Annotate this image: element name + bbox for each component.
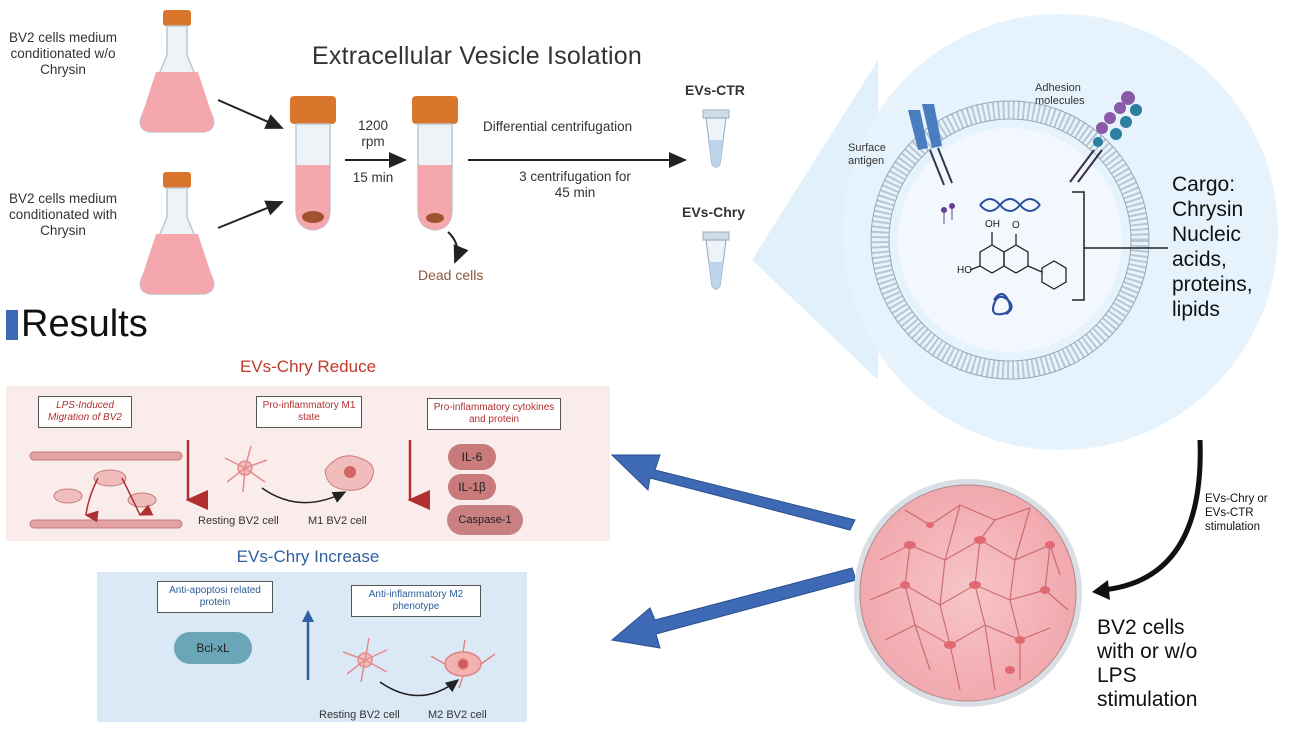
increase-title: EVs-Chry Increase [236, 547, 380, 566]
diff-centrifugation-label: Differential centrifugation [483, 119, 633, 134]
box-m1: Pro-inflammatory M1 state [256, 396, 362, 428]
flask-with-chrysin [139, 172, 215, 295]
caspase-pill: Caspase-1 [447, 505, 523, 535]
arrow-flask2-to-tube [217, 200, 284, 229]
centrifuge-tube-2 [412, 96, 458, 231]
chrysin-oh1-label: OH [985, 219, 1000, 230]
evs-chry-label: EVs-Chry [682, 204, 746, 220]
m1-cell-label: M1 BV2 cell [308, 515, 367, 527]
box-cytokines: Pro-inflammatory cytokines and protein [427, 398, 561, 430]
m2-cell-label: M2 BV2 cell [428, 709, 487, 721]
ev-chry-tube [702, 231, 730, 290]
surface-antigen-shape [908, 104, 953, 186]
resting-cell-label-1: Resting BV2 cell [198, 515, 279, 527]
arrow-to-dead-cells [447, 231, 469, 264]
arrow-resting-to-m1 [261, 487, 347, 504]
migration-illustration [29, 451, 183, 529]
cargo-item: Nucleic [1172, 223, 1241, 246]
centrifuge-tube-1 [290, 96, 336, 231]
cargo-item: Chrysin [1172, 198, 1244, 221]
m1-cell [324, 455, 374, 491]
bclxl-pill: Bcl-xL [174, 632, 252, 664]
il6-pill: IL-6 [448, 444, 496, 470]
protein-icon [991, 292, 1013, 316]
reduce-title: EVs-Chry Reduce [239, 357, 377, 376]
m2-cell [430, 639, 496, 689]
dead-cells-label: Dead cells [418, 267, 484, 283]
bv2-dish-label: BV2 cells with or w/o LPS stimulation [1097, 616, 1198, 711]
il1b-pill: IL-1β [448, 474, 496, 500]
arrow-flask1-to-tube [217, 99, 284, 129]
flask-without-chrysin [139, 10, 215, 133]
stimulation-label: EVs-Chry or EVs-CTR stimulation [1205, 493, 1268, 533]
chrysin-o-label: O [1012, 220, 1020, 231]
lipid-icon [941, 203, 955, 224]
stimulation-arrow [1101, 439, 1203, 593]
box-antiapoptosi: Anti-apoptosi related protein [157, 581, 273, 613]
resting-cell-red [224, 445, 268, 493]
cargo-bracket [1072, 191, 1168, 301]
three-centrifugation-label: 3 centrifugation for 45 min [519, 169, 631, 200]
evs-ctr-label: EVs-CTR [685, 82, 745, 98]
adhesion-molecules-shape [1069, 91, 1142, 183]
ev-ctr-tube [702, 109, 730, 168]
results-accent-bar [6, 310, 18, 340]
time-label: 15 min [352, 170, 394, 185]
blue-arrow-to-increase [610, 567, 857, 649]
petri-dish [854, 479, 1082, 707]
resting-cell-label-2: Resting BV2 cell [319, 709, 400, 721]
arrow-resting-to-m2 [379, 679, 460, 697]
isolation-title: Extracellular Vesicle Isolation [312, 42, 642, 70]
cargo-item: proteins, [1172, 273, 1253, 296]
zoom-cone [752, 60, 878, 380]
vesicle-zoom [842, 14, 1278, 450]
box-m2: Anti-inflammatory M2 phenotype [351, 585, 481, 617]
chrysin-structure-icon [969, 232, 1067, 290]
box-migration: LPS-Induced Migration of BV2 [38, 396, 132, 428]
cargo-item: acids, [1172, 248, 1227, 271]
speed-label: 1200 rpm [357, 118, 389, 149]
results-heading: Results [21, 303, 148, 345]
flask-with-label: BV2 cells medium conditionated with Chry… [8, 191, 118, 238]
adhesion-molecules-label: Adhesion molecules [1035, 82, 1085, 107]
surface-antigen-label: Surface antigen [848, 142, 886, 167]
resting-cell-blue [342, 637, 388, 683]
cargo-item: lipids [1172, 298, 1220, 321]
cargo-list: Cargo: Chrysin Nucleic acids, proteins, … [1172, 172, 1253, 322]
dna-icon [979, 198, 1041, 212]
cargo-title: Cargo: [1172, 173, 1236, 196]
chrysin-oh2-label: HO [957, 265, 972, 276]
flask-without-label: BV2 cells medium conditionated w/o Chrys… [8, 30, 118, 77]
blue-arrow-to-reduce [610, 454, 856, 531]
